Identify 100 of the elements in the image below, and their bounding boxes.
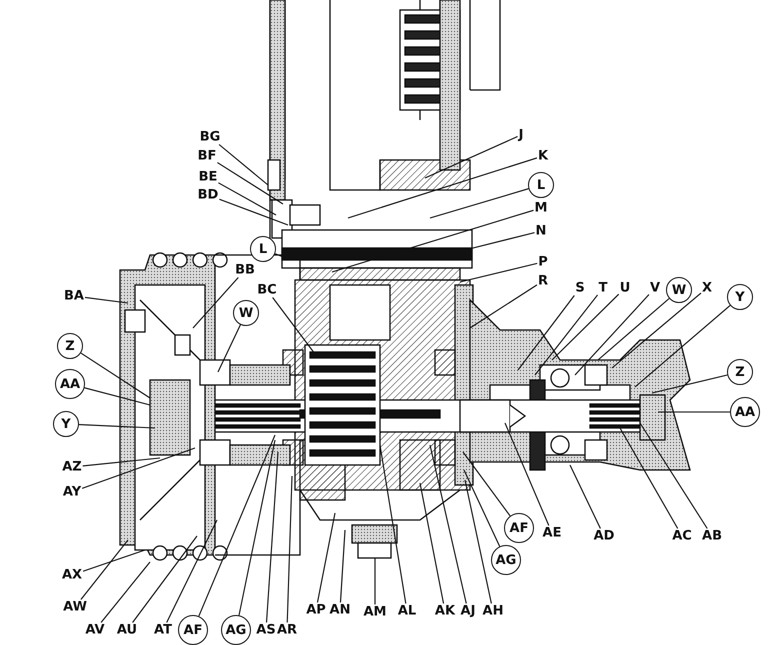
leader-line [598,298,670,360]
callout-label: AL [396,604,418,618]
callout-label: BF [196,148,218,164]
leader-line [429,444,467,604]
circled-callout-label: AA [55,369,85,399]
leader-line [316,512,336,603]
callout-label: N [534,224,548,238]
circled-callout-label: AA [730,397,760,427]
circled-callout-label: W [233,300,259,326]
leader-line [462,452,511,516]
callout-label: R [537,274,549,288]
callout-label: BE [198,170,218,184]
circled-callout-label: Z [57,333,83,359]
leader-line [266,452,279,623]
leader-line [574,294,650,376]
leader-line [166,520,218,623]
leader-line [534,294,598,376]
circled-callout-label: Y [727,284,753,310]
leader-line [78,424,156,429]
leader-line [218,182,276,216]
leader-line [286,476,293,623]
leader-line [80,540,128,600]
callout-label: AX [60,568,84,582]
circled-callout-label: Z [727,359,753,385]
callout-label: J [518,128,524,142]
leader-line [82,457,160,466]
leader-line [218,324,241,372]
leader-line [217,162,284,204]
circled-callout-label: L [250,236,276,262]
leader-line [82,549,146,572]
callout-label: P [537,254,549,270]
leader-line [460,262,538,283]
callout-label: BC [256,282,278,298]
leader-line [470,284,538,328]
leader-line [340,530,346,603]
callout-label: AM [362,604,388,620]
circled-callout-label: AG [491,545,521,575]
leader-line [192,277,239,328]
leader-line [620,428,678,529]
leader-line [652,374,728,394]
callout-label: S [574,280,586,296]
callout-label: M [534,200,548,216]
leader-line [424,136,518,178]
callout-label: AY [62,484,82,500]
callout-label: U [618,280,632,296]
leader-line [640,422,708,529]
leader-line [218,144,268,186]
leader-line [570,464,601,529]
leader-line [80,352,150,398]
leader-line [518,295,575,370]
callout-label: AU [116,622,138,638]
callout-label: AJ [460,604,476,618]
circled-callout-label: Y [53,411,79,437]
callout-label: AW [62,600,88,614]
callout-label: AD [592,528,616,544]
circled-callout-label: L [528,172,554,198]
callout-label: AK [434,604,456,618]
leader-line [634,305,730,388]
callout-label: V [648,280,662,296]
callout-label: K [536,148,550,164]
leader-line [332,210,534,273]
leader-line [100,562,150,623]
leader-line [504,422,550,526]
callout-label: AT [153,622,173,638]
callout-label: AZ [61,460,83,474]
leader-line [219,198,288,226]
callout-label: BB [234,262,256,278]
leader-line [612,292,702,368]
leader-line [419,482,444,604]
circled-callout-label: AF [504,513,534,543]
leader-line [84,296,128,304]
leader-line [464,480,492,604]
callout-label: AP [305,602,327,618]
callout-label: AR [276,622,298,638]
leader-line [552,294,620,360]
callout-label: X [700,280,714,296]
leader-line [348,157,538,219]
callout-label: AC [671,528,693,544]
callout-label: AN [328,602,352,618]
leader-line [374,558,376,604]
circled-callout-label: AG [221,615,251,645]
leader-line [82,447,196,489]
leader-line [430,188,529,219]
leader-line [464,470,500,547]
circled-callout-label: AF [178,615,208,645]
callout-label: BA [63,288,85,304]
callout-label: AH [482,604,504,618]
callout-label: AB [701,528,723,544]
callout-label: AV [84,622,106,638]
leader-line [238,440,276,616]
callout-label: BG [198,130,222,144]
callout-label: AE [542,526,562,540]
leader-line [379,444,406,604]
callout-label: AS [255,622,277,638]
leader-line [658,411,730,413]
leader-line [198,434,276,616]
leader-line [84,387,150,406]
circled-callout-label: W [666,277,692,303]
leader-line [132,536,198,623]
callout-label: T [598,280,608,296]
